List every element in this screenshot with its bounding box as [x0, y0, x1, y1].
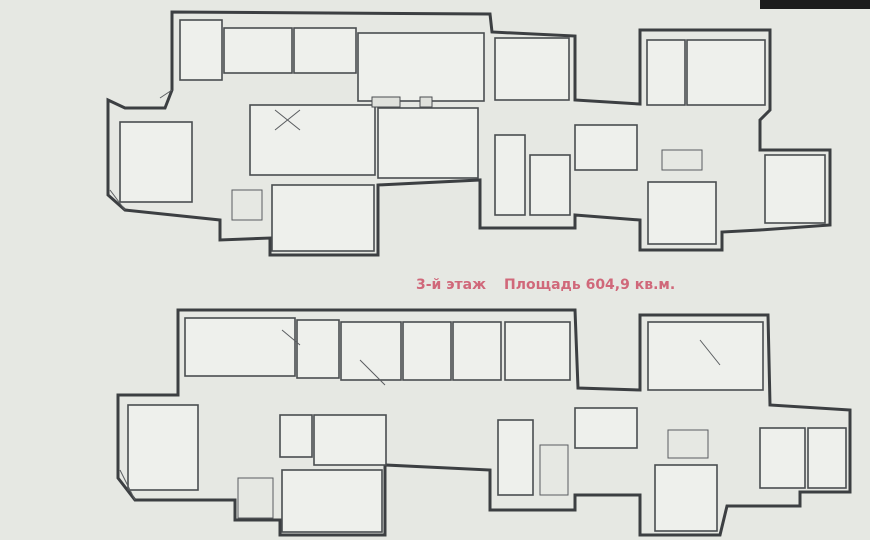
room	[293, 27, 357, 74]
room	[504, 321, 571, 381]
upper-main-outline	[106, 10, 832, 257]
stair	[667, 429, 709, 459]
stair	[237, 477, 274, 519]
room	[402, 321, 452, 381]
room	[646, 39, 686, 106]
room	[494, 134, 526, 216]
floor-caption: 3-й этаж Площадь 604,9 кв.м.	[416, 277, 675, 293]
room	[279, 414, 313, 458]
room	[647, 321, 764, 391]
floor-label: 3-й этаж	[416, 277, 487, 293]
room	[574, 124, 638, 171]
lower-main-outline	[116, 308, 852, 537]
room	[281, 469, 383, 533]
upper-floor-plan	[106, 10, 832, 257]
room	[807, 427, 847, 489]
room	[574, 407, 638, 449]
room	[184, 317, 296, 377]
room	[654, 464, 718, 532]
photo-frame-edge	[760, 0, 870, 9]
room	[179, 19, 223, 81]
room	[529, 154, 571, 216]
room	[647, 181, 717, 245]
room	[127, 404, 199, 491]
room	[494, 37, 570, 101]
room	[764, 154, 826, 224]
room	[497, 419, 534, 496]
room	[313, 414, 387, 466]
stair	[231, 189, 263, 221]
room	[296, 319, 340, 379]
lower-floor-plan	[116, 308, 852, 537]
room	[377, 107, 479, 179]
floor-area-label: Площадь 604,9 кв.м.	[504, 277, 676, 293]
room	[452, 321, 502, 381]
room	[357, 32, 485, 102]
room	[686, 39, 766, 106]
room	[271, 184, 375, 252]
room	[759, 427, 806, 489]
room	[223, 27, 293, 74]
stair	[661, 149, 703, 171]
stair	[539, 444, 569, 496]
room	[249, 104, 376, 176]
room	[119, 121, 193, 203]
